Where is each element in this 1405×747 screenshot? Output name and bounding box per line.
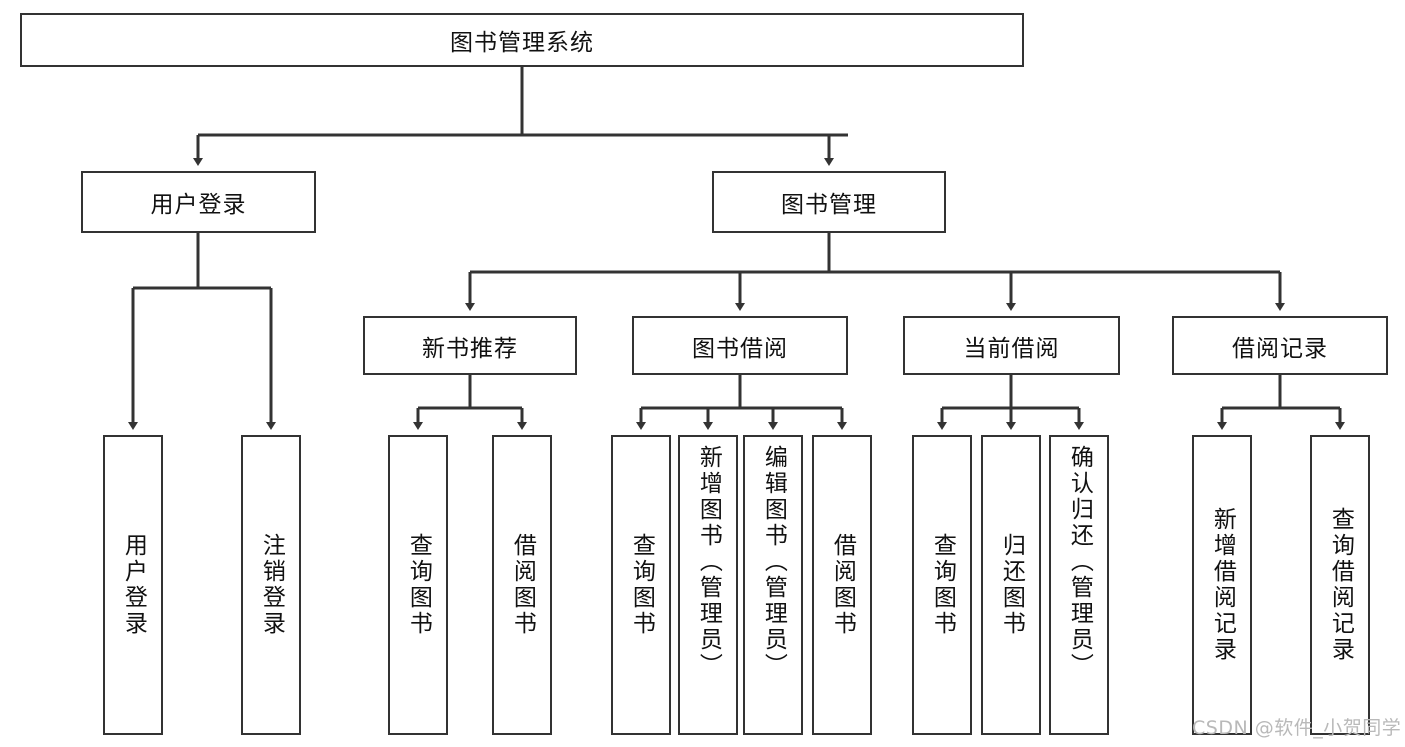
- leaf-book-borrow-edit[interactable]: 编辑图书（管理员）: [743, 435, 803, 735]
- leaf-label: 借阅图书: [509, 533, 536, 637]
- leaf-current-borrow-confirm-return[interactable]: 确认归还（管理员）: [1049, 435, 1109, 735]
- node-current-borrow[interactable]: 当前借阅: [903, 316, 1120, 375]
- leaf-borrow-records-add[interactable]: 新增借阅记录: [1192, 435, 1252, 735]
- node-label: 借阅记录: [1232, 335, 1328, 362]
- leaf-label: 借阅图书: [829, 533, 856, 637]
- leaf-label: 查询图书: [628, 533, 655, 637]
- node-label: 用户登录: [150, 192, 247, 218]
- leaf-new-book-borrow[interactable]: 借阅图书: [492, 435, 552, 735]
- watermark-text: CSDN @软件_小贺同学: [1192, 717, 1402, 739]
- leaf-book-borrow-borrow[interactable]: 借阅图书: [812, 435, 872, 735]
- node-label: 当前借阅: [963, 335, 1060, 362]
- leaf-label: 新增图书（管理员）: [695, 445, 722, 679]
- leaf-label: 查询借阅记录: [1327, 507, 1354, 663]
- leaf-user-login-logout[interactable]: 注销登录: [241, 435, 301, 735]
- node-borrow-records[interactable]: 借阅记录: [1172, 316, 1388, 375]
- node-new-book-recommend[interactable]: 新书推荐: [363, 316, 577, 375]
- node-root-system[interactable]: 图书管理系统: [20, 13, 1024, 67]
- leaf-user-login-login[interactable]: 用户登录: [103, 435, 163, 735]
- node-label: 图书借阅: [692, 335, 788, 362]
- leaf-label: 新增借阅记录: [1209, 507, 1236, 663]
- leaf-label: 注销登录: [258, 533, 285, 637]
- leaf-label: 归还图书: [998, 533, 1025, 637]
- node-book-management[interactable]: 图书管理: [712, 171, 946, 233]
- leaf-book-borrow-add[interactable]: 新增图书（管理员）: [678, 435, 738, 735]
- leaf-label: 用户登录: [120, 533, 147, 637]
- leaf-label: 查询图书: [929, 533, 956, 637]
- leaf-borrow-records-query[interactable]: 查询借阅记录: [1310, 435, 1370, 735]
- node-label: 图书管理: [781, 192, 877, 218]
- node-book-borrow[interactable]: 图书借阅: [632, 316, 848, 375]
- leaf-label: 编辑图书（管理员）: [760, 445, 787, 679]
- leaf-current-borrow-query[interactable]: 查询图书: [912, 435, 972, 735]
- node-user-login[interactable]: 用户登录: [81, 171, 316, 233]
- leaf-book-borrow-query[interactable]: 查询图书: [611, 435, 671, 735]
- leaf-current-borrow-return[interactable]: 归还图书: [981, 435, 1041, 735]
- leaf-label: 确认归还（管理员）: [1066, 445, 1093, 679]
- node-label: 图书管理系统: [450, 30, 594, 56]
- node-label: 新书推荐: [422, 335, 518, 362]
- leaf-label: 查询图书: [405, 533, 432, 637]
- leaf-new-book-query[interactable]: 查询图书: [388, 435, 448, 735]
